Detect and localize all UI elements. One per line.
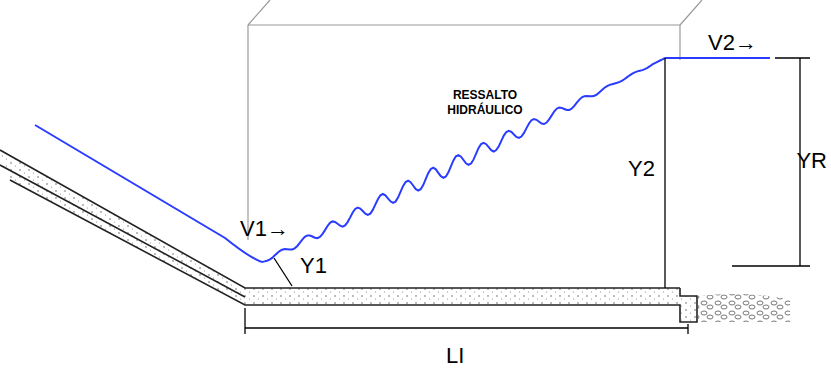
basin-walls: [248, 0, 702, 240]
hydraulic-jump-surface: [262, 58, 665, 262]
depth-label: YR: [796, 150, 827, 172]
gravel-bed: [697, 294, 790, 322]
jump-label: RESSALTO HIDRÁULICO: [430, 88, 540, 118]
concrete-slab: [0, 150, 697, 322]
depth-label: Y2: [628, 158, 655, 180]
length-label: LI: [446, 345, 464, 367]
velocity-label: V2→: [708, 32, 757, 54]
channel-outline: [0, 150, 697, 322]
water-surface-upstream: [35, 125, 262, 262]
depth-label: Y1: [300, 255, 327, 277]
dimension-lines: [245, 58, 810, 334]
water-surface-downstream: [665, 57, 770, 59]
velocity-label: V1→: [240, 218, 289, 240]
